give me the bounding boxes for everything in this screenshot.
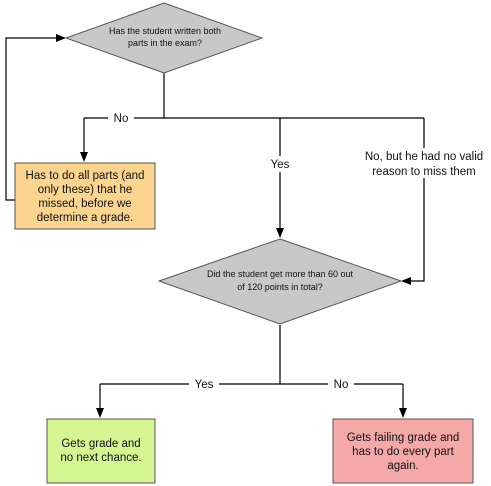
box-grade-no-chance: Gets grade and no next chance. (46, 418, 156, 484)
no-branch-arrowhead (80, 152, 88, 162)
box-grade-no-chance-shape (46, 418, 156, 484)
decision-both-parts: Has the student written both parts in th… (64, 2, 264, 74)
decision-points-line-1: Did the student get more than 60 out (207, 269, 354, 279)
nodes: Has the student written both parts in th… (14, 2, 474, 484)
decision-points-shape (157, 238, 403, 325)
yes-branch-arrowhead (276, 228, 284, 238)
points-no-arrowhead (399, 408, 407, 418)
decision-both-parts-shape (64, 2, 264, 74)
no-valid-reason-arrowhead (401, 277, 411, 285)
box-failing-grade-line-1: Gets failing grade and (347, 432, 460, 444)
edge-label-no-missing: No (114, 113, 129, 125)
box-do-missing-parts-line-3: missed, before we (38, 198, 131, 210)
box-grade-no-chance-line-1: Gets grade and (61, 438, 140, 450)
decision-both-parts-line-2: parts in the exam? (128, 38, 202, 48)
box-do-missing-parts-line-2: only these) that he (38, 184, 133, 196)
box-failing-grade-line-2: has to do every part (352, 446, 454, 458)
box-grade-no-chance-line-2: no next chance. (60, 452, 141, 464)
no-valid-reason-connector (410, 118, 425, 282)
box-do-missing-parts: Has to do all parts (and only these) tha… (14, 162, 156, 230)
points-yes-arrowhead (96, 408, 104, 418)
edge-labels: No Yes No, but he had no valid reason to… (108, 111, 491, 392)
decision-points-line-2: of 120 points in total? (237, 282, 323, 292)
box-failing-grade: Gets failing grade and has to do every p… (332, 418, 474, 484)
edge-label-no-valid-reason-line-2: reason to miss them (372, 166, 476, 178)
box-do-missing-parts-shape (14, 162, 156, 230)
decision-points: Did the student get more than 60 out of … (157, 238, 403, 325)
decision-both-parts-line-1: Has the student written both (109, 26, 221, 36)
loop-back-arrowhead (56, 34, 66, 42)
edge-label-no-valid-reason-line-1: No, but he had no valid (365, 151, 483, 163)
loop-back-connector (5, 37, 57, 201)
edge-label-yes-points: Yes (271, 159, 290, 171)
box-failing-grade-line-3: again. (387, 460, 418, 472)
box-do-missing-parts-line-1: Has to do all parts (and (26, 170, 145, 182)
edge-label-points-no: No (334, 379, 349, 391)
box-failing-grade-shape (332, 418, 474, 484)
edge-label-points-yes: Yes (195, 379, 214, 391)
box-do-missing-parts-line-4: determine a grade. (37, 212, 134, 224)
